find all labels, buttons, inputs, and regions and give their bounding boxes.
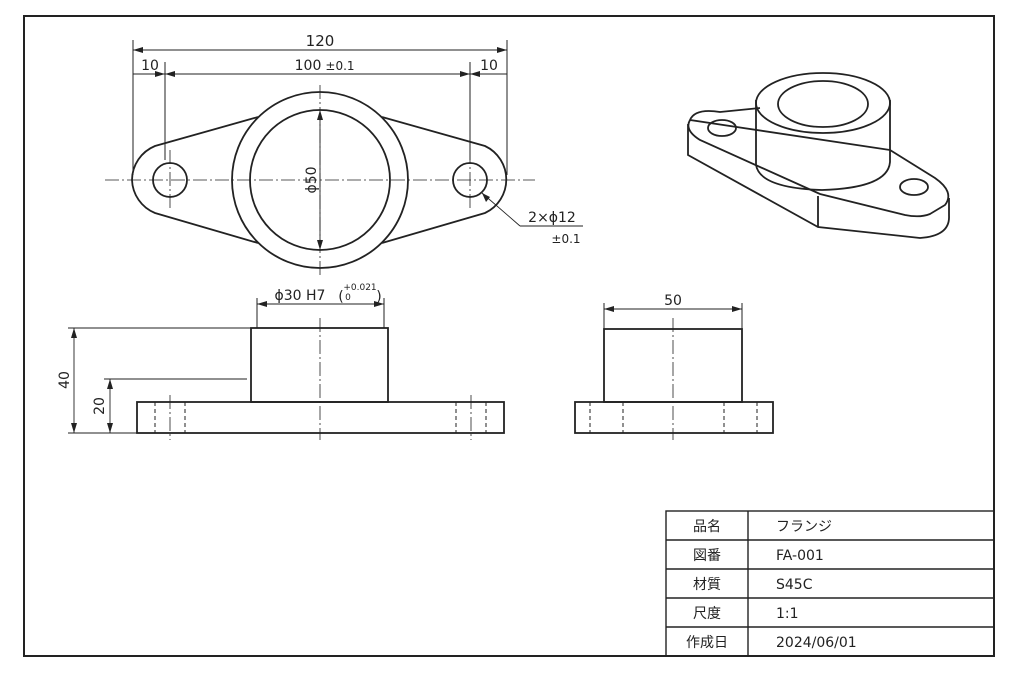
- dim-left-offset: 10: [141, 58, 159, 74]
- title-block: 品名 フランジ 図番 FA-001 材質 S45C 尺度 1:1 作成日 202…: [665, 510, 995, 657]
- dim-hole-pitch: 100: [295, 58, 322, 74]
- dim-total-height: 40: [57, 371, 73, 389]
- title-block-label-drawing-no: 図番: [693, 548, 721, 564]
- front-boss: [250, 327, 389, 403]
- flange-outline: [131, 116, 508, 244]
- svg-text:(: (: [338, 289, 343, 305]
- dim-bore-diameter: ϕ50: [304, 166, 320, 193]
- title-block-label-scale: 尺度: [693, 606, 721, 622]
- iso-boss-top: [755, 72, 891, 134]
- title-block-value-material: S45C: [776, 577, 813, 593]
- title-block-value-date: 2024/06/01: [776, 635, 857, 651]
- front-view: ϕ30 H7 ( ) +0.021 0 40 20: [57, 283, 505, 440]
- iso-hole-left: [707, 119, 737, 137]
- plan-view: 120 10 10 100 ±0.1 ϕ50 2×ϕ12 ±0.1: [105, 32, 583, 278]
- iso-hole-right: [899, 178, 929, 196]
- isometric-view: [687, 72, 950, 239]
- dim-boss-width: 50: [664, 293, 682, 309]
- dim-boss-diameter: ϕ30 H7: [275, 288, 326, 304]
- dim-boss-tol-lower: 0: [345, 293, 351, 303]
- title-block-value-drawing-no: FA-001: [776, 548, 824, 564]
- front-flange: [136, 401, 505, 434]
- title-block-label-name: 品名: [693, 519, 721, 535]
- dim-boss-tol-upper: +0.021: [343, 283, 376, 293]
- side-view: 50: [574, 293, 774, 440]
- drawing-frame: [23, 15, 995, 657]
- title-block-label-date: 作成日: [686, 635, 728, 651]
- dim-overall-length: 120: [306, 32, 335, 50]
- dim-right-offset: 10: [480, 58, 498, 74]
- title-block-value-name: フランジ: [776, 519, 832, 535]
- side-flange: [574, 401, 774, 434]
- dim-flange-height: 20: [92, 397, 108, 415]
- dim-hole-pitch-tolerance: ±0.1: [325, 59, 354, 73]
- title-block-label-material: 材質: [693, 577, 721, 593]
- svg-text:): ): [376, 289, 381, 305]
- iso-bore: [777, 80, 869, 128]
- hole-callout-tolerance: ±0.1: [551, 232, 580, 246]
- hole-callout: 2×ϕ12: [528, 210, 576, 226]
- title-block-value-scale: 1:1: [776, 606, 799, 622]
